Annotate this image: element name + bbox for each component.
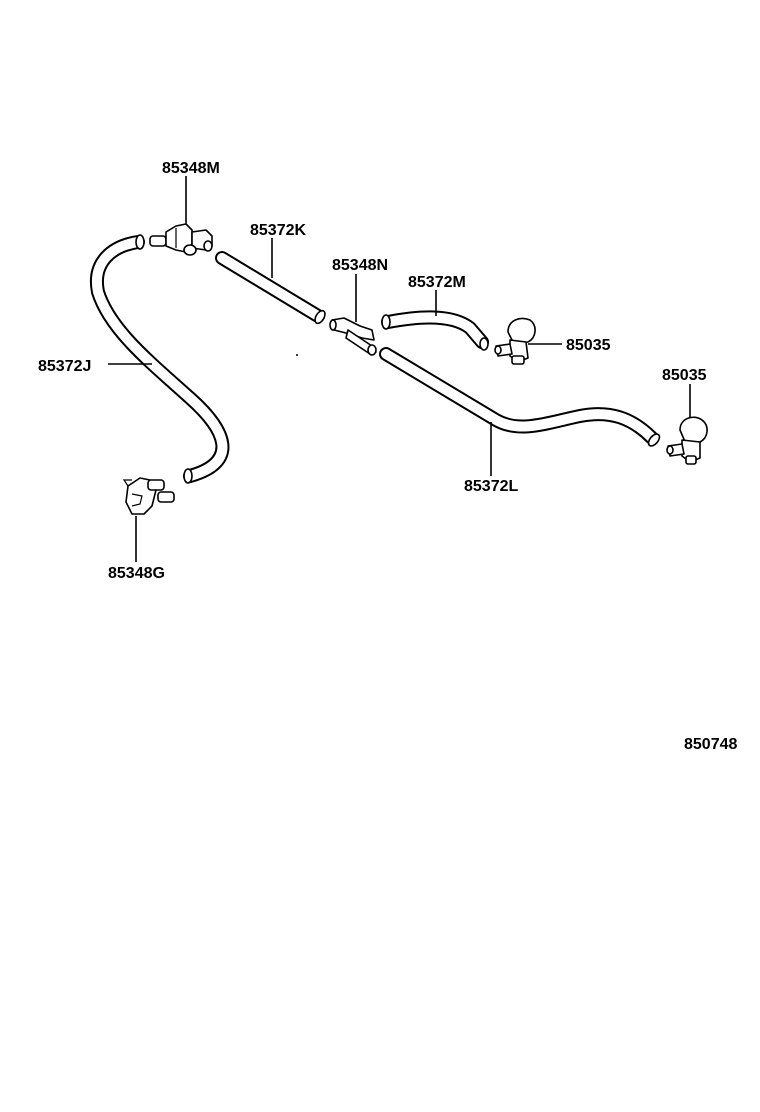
label-85035-right: 85035: [662, 367, 707, 384]
nozzle-85035-upper: [494, 317, 536, 365]
connector-85348M: [149, 223, 213, 256]
hose-85372M: [381, 310, 489, 351]
label-85372K: 85372K: [250, 222, 306, 239]
connector-85348N: [329, 317, 377, 356]
label-85372M: 85372M: [408, 274, 466, 291]
nozzle-85035-right: [666, 416, 708, 465]
label-85348G: 85348G: [108, 565, 165, 582]
connector-85348G: [122, 477, 175, 515]
label-85372L: 85372L: [464, 478, 518, 495]
label-85348N: 85348N: [332, 257, 388, 274]
label-85372J: 85372J: [38, 358, 91, 375]
leader-lines: [108, 176, 691, 562]
hose-85372J: [89, 234, 230, 484]
hose-85372K: [215, 251, 326, 325]
hose-85372L: [379, 347, 661, 447]
label-85348M: 85348M: [162, 160, 220, 177]
diagram-reference-number: 850748: [684, 736, 737, 753]
label-85035-upper: 85035: [566, 337, 611, 354]
scan-dot: [296, 354, 298, 356]
